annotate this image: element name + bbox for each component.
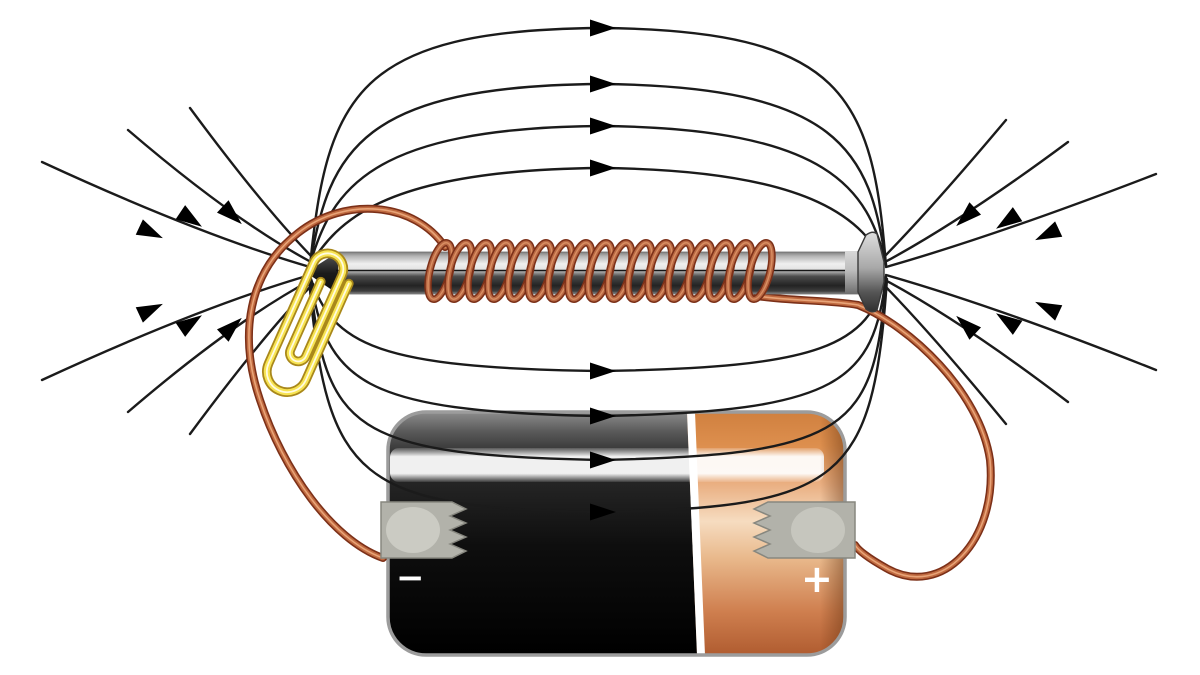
field-arrow-icon xyxy=(135,219,167,246)
field-line xyxy=(881,282,1008,426)
field-arrow-icon xyxy=(590,75,616,93)
tape-positive-terminal xyxy=(752,501,856,559)
field-line xyxy=(40,273,312,382)
field-arrow-icon xyxy=(590,362,616,380)
tape-negative-terminal xyxy=(380,501,468,559)
field-line xyxy=(40,160,312,269)
field-line xyxy=(308,26,888,268)
field-line xyxy=(188,106,315,260)
wire-end-under-tape-left xyxy=(386,507,440,553)
battery-positive-label: + xyxy=(801,557,833,601)
battery-negative-label: − xyxy=(396,558,425,598)
field-arrow-icon xyxy=(1031,294,1063,321)
connecting-wire-right xyxy=(753,292,995,581)
wire-end-under-tape-right xyxy=(791,507,845,553)
nail-tip xyxy=(306,252,338,294)
field-line xyxy=(883,140,1070,264)
field-arrow-icon xyxy=(590,19,616,37)
field-line xyxy=(881,118,1008,260)
nail-head xyxy=(857,231,885,313)
field-arrow-icon xyxy=(590,117,616,135)
field-arrow-icon xyxy=(590,159,616,177)
field-line xyxy=(308,82,888,267)
nail-head-collar xyxy=(845,251,858,294)
field-line xyxy=(884,273,1158,372)
paperclip xyxy=(262,248,354,397)
field-arrow-icon xyxy=(1031,221,1063,248)
field-line xyxy=(884,172,1158,269)
battery-gloss-stripe xyxy=(390,448,824,482)
connecting-wire-left xyxy=(245,204,449,562)
field-arrow-icon xyxy=(135,296,167,323)
